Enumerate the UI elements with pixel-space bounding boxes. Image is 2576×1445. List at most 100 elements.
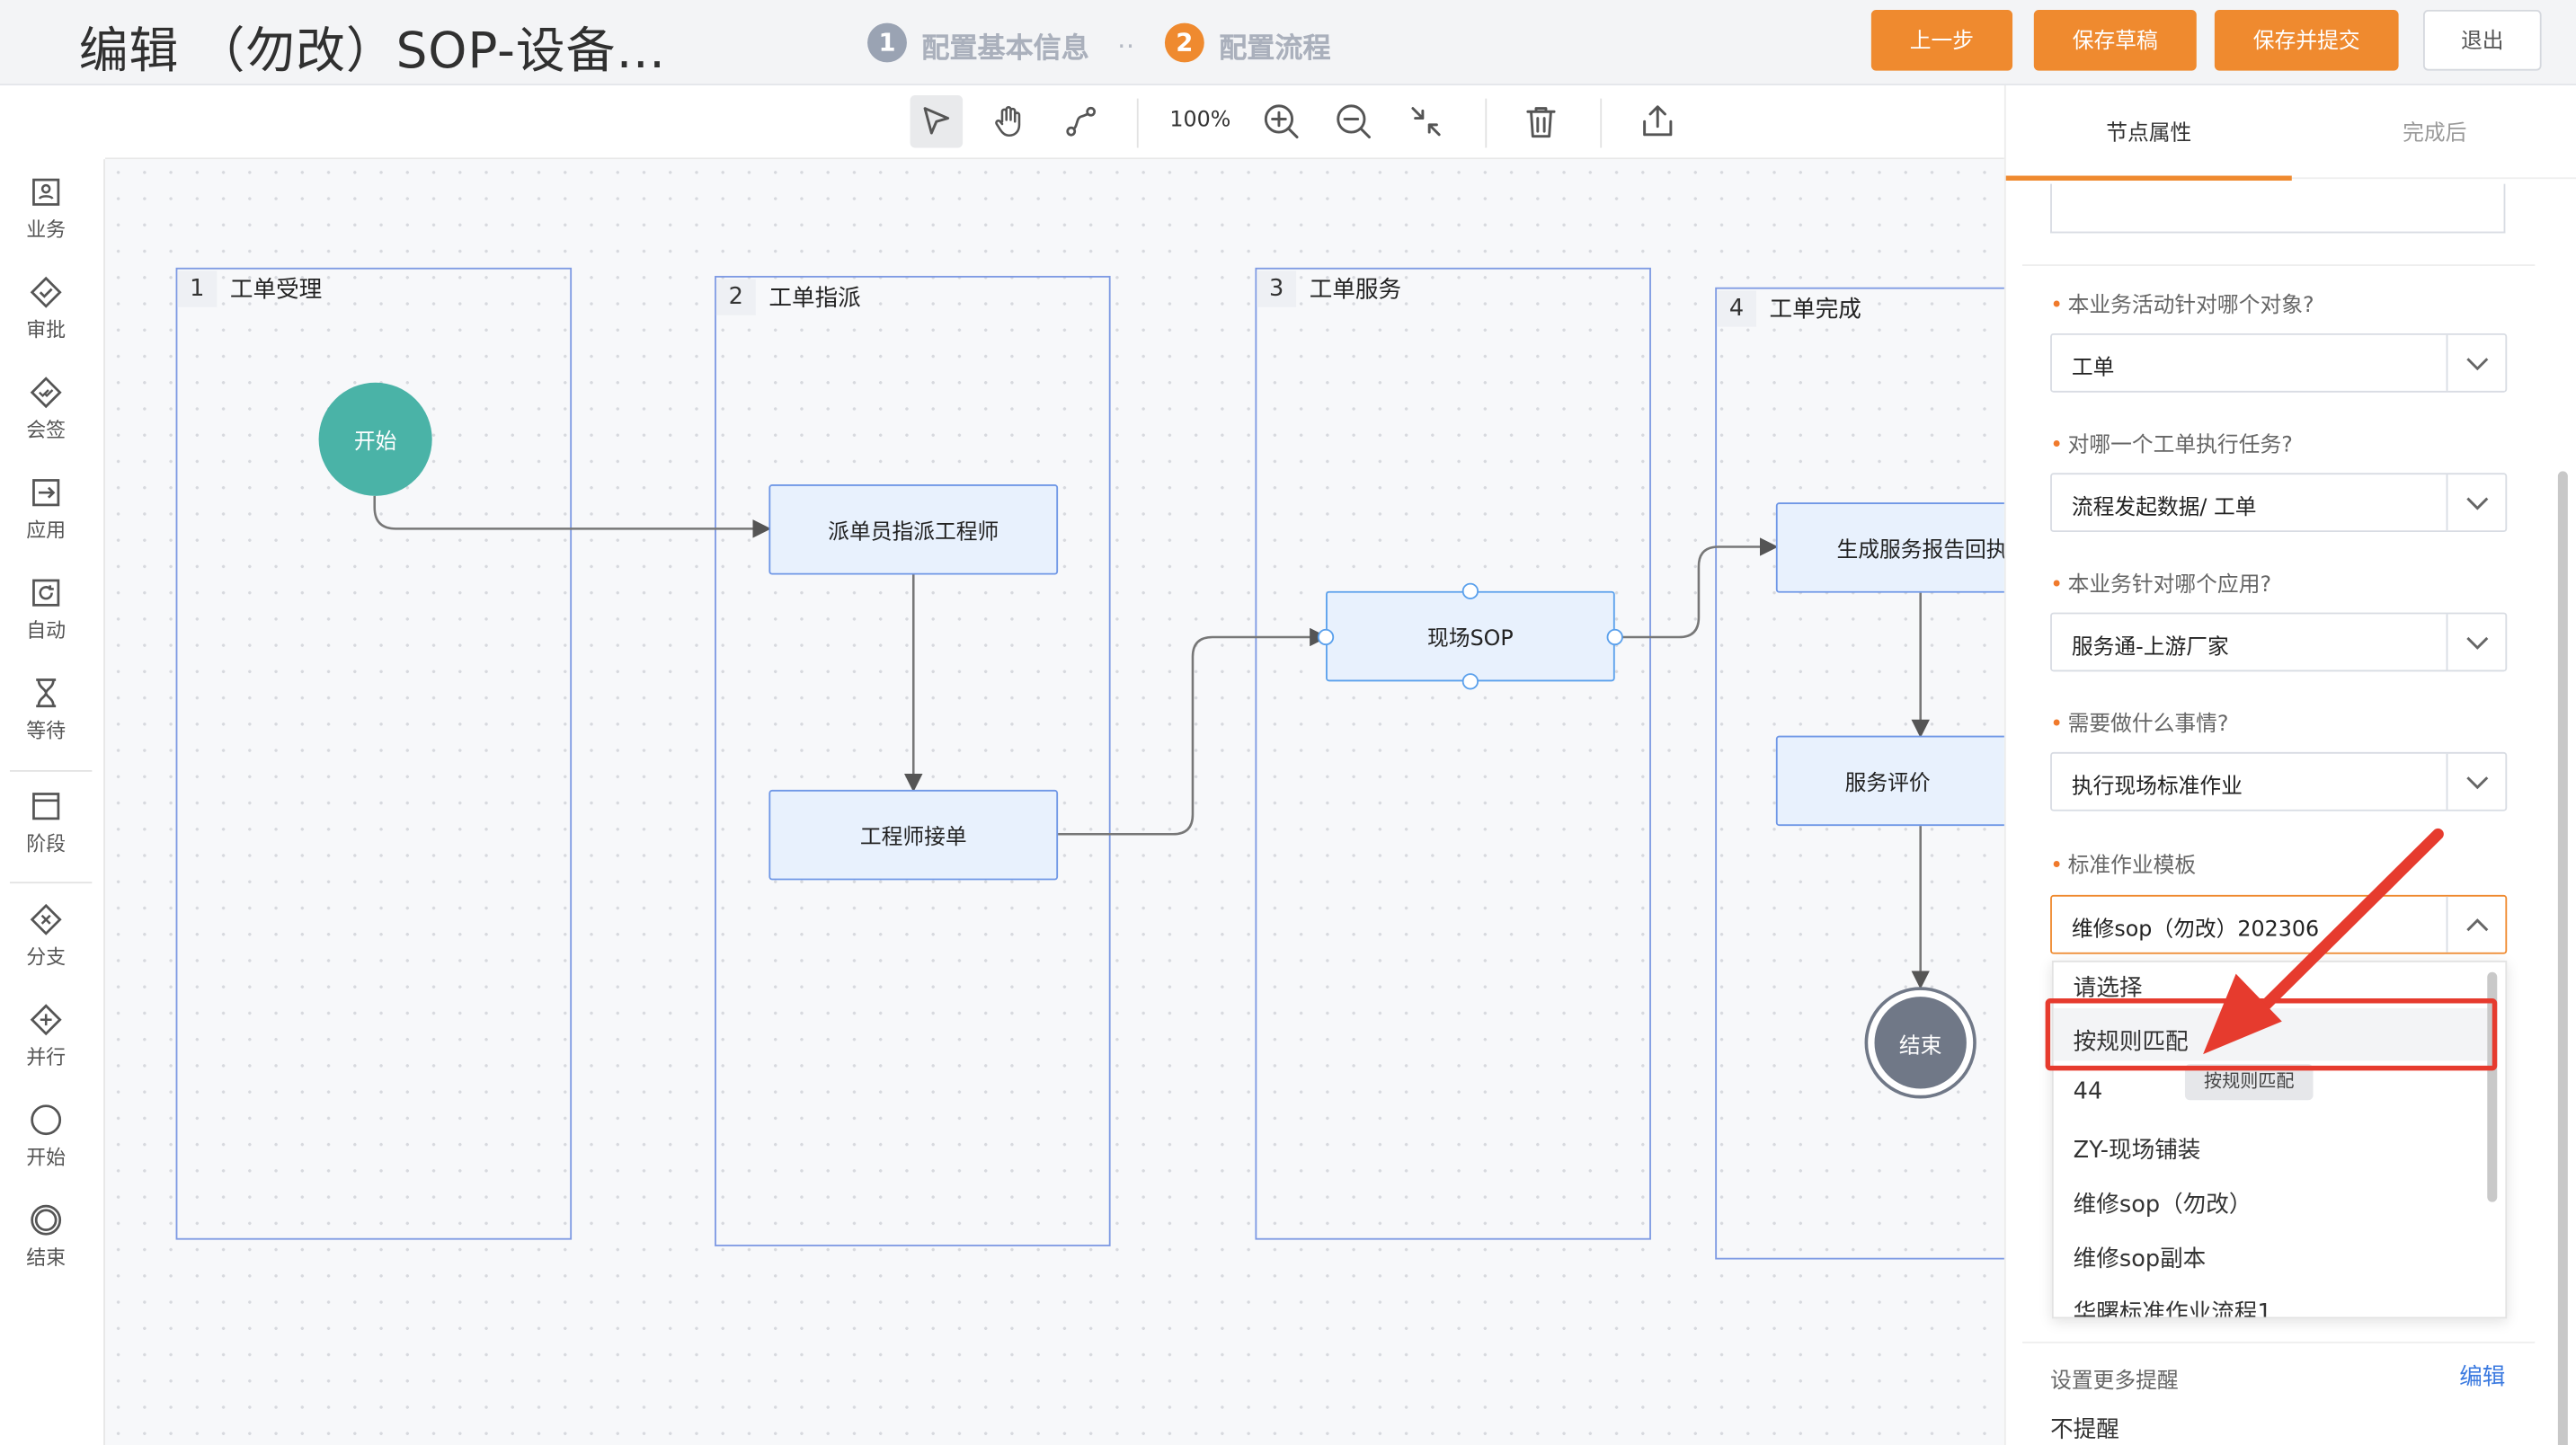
reminder-label: 设置更多提醒: [2050, 1363, 2179, 1395]
flow-canvas[interactable]: 1工单受理 2工单指派 3工单服务 4工单完成 开始 派单员指派工程师 工程师接…: [105, 159, 2004, 1445]
field-label-application: •本业务针对哪个应用?: [2050, 566, 2271, 598]
palette-item-parallel[interactable]: 并行: [0, 987, 92, 1078]
text-area-field[interactable]: [2050, 184, 2505, 234]
toolbar-divider: [1137, 99, 1139, 148]
field-label-workorder: •对哪一个工单执行任务?: [2050, 427, 2293, 458]
palette-item-branch[interactable]: 分支: [0, 887, 92, 979]
dropdown-option[interactable]: 维修sop（勿改）: [2074, 1187, 2252, 1220]
toolbar-divider: [1485, 99, 1487, 148]
section-divider: [2022, 1342, 2535, 1343]
palette-item-automatic[interactable]: 自动: [0, 560, 92, 652]
palette-item-business[interactable]: 业务: [0, 159, 92, 251]
chevron-up-icon: [2465, 918, 2489, 932]
connection-handle[interactable]: [1462, 673, 1479, 689]
save-draft-button[interactable]: 保存草稿: [2034, 10, 2197, 71]
application-icon: [30, 476, 63, 510]
branch-icon: [30, 903, 63, 936]
zoom-in-button[interactable]: [1255, 95, 1307, 147]
properties-panel: 节点属性 完成后 •本业务活动针对哪个对象? 工单 •对哪一个工单执行任务? 流…: [2004, 85, 2576, 1445]
palette-item-countersign[interactable]: 会签: [0, 359, 92, 451]
palette-label: 并行: [0, 1042, 92, 1070]
select-value: 服务通-上游厂家: [2072, 629, 2441, 660]
zoom-out-icon: [1334, 102, 1373, 141]
field-label-text: 对哪一个工单执行任务?: [2068, 433, 2293, 457]
palette-item-approval[interactable]: 审批: [0, 260, 92, 351]
end-node[interactable]: 结束: [1865, 987, 1976, 1098]
field-label-text: 本业务活动针对哪个对象?: [2068, 294, 2314, 318]
palette-item-application[interactable]: 应用: [0, 460, 92, 552]
onsite-sop-node[interactable]: 现场SOP: [1326, 591, 1615, 682]
palette-label: 应用: [0, 516, 92, 544]
select-tool[interactable]: [910, 95, 963, 147]
engineer-accept-node[interactable]: 工程师接单: [768, 790, 1058, 881]
top-header: 编辑 （勿改）SOP-设备… 1 配置基本信息 ‥ 2 配置流程 上一步 保存草…: [0, 0, 2576, 85]
step-1-number[interactable]: 1: [867, 23, 907, 63]
save-submit-button[interactable]: 保存并提交: [2215, 10, 2399, 71]
export-button[interactable]: [1631, 95, 1683, 147]
reminder-edit-link[interactable]: 编辑: [2459, 1360, 2505, 1393]
prev-step-button[interactable]: 上一步: [1871, 10, 2012, 71]
zoom-out-button[interactable]: [1328, 95, 1380, 147]
select-action[interactable]: 执行现场标准作业: [2050, 752, 2507, 811]
select-application[interactable]: 服务通-上游厂家: [2050, 613, 2507, 672]
step-1-label[interactable]: 配置基本信息: [921, 24, 1088, 66]
palette-item-start[interactable]: 开始: [0, 1087, 92, 1179]
toolbar-divider: [1600, 99, 1602, 148]
dropdown-option[interactable]: 维修sop副本: [2074, 1241, 2207, 1274]
field-label-text: 本业务针对哪个应用?: [2068, 573, 2271, 598]
hand-tool[interactable]: [982, 95, 1035, 147]
dropdown-toggle[interactable]: [2447, 335, 2506, 391]
connection-handle[interactable]: [1318, 629, 1334, 645]
share-export-icon: [1638, 102, 1677, 141]
chevron-down-icon: [2465, 495, 2489, 510]
reminder-value: 不提醒: [2050, 1412, 2119, 1445]
tab-node-properties[interactable]: 节点属性: [2006, 115, 2292, 146]
dropdown-option[interactable]: 44: [2074, 1079, 2103, 1105]
palette-item-end[interactable]: 结束: [0, 1187, 92, 1279]
dropdown-toggle[interactable]: [2447, 474, 2506, 530]
node-palette: 业务 审批 会签 应用 自动 等待 阶段 分支: [0, 159, 105, 1445]
fit-view-button[interactable]: [1399, 95, 1452, 147]
select-workorder[interactable]: 流程发起数据/ 工单: [2050, 473, 2507, 532]
dropdown-toggle[interactable]: [2447, 754, 2506, 810]
palette-item-wait[interactable]: 等待: [0, 660, 92, 752]
step-2-label[interactable]: 配置流程: [1219, 24, 1330, 66]
palette-divider: [10, 770, 92, 772]
dropdown-toggle[interactable]: [2447, 897, 2506, 953]
dispatch-engineer-node[interactable]: 派单员指派工程师: [768, 484, 1058, 575]
palette-label: 结束: [0, 1243, 92, 1271]
palette-label: 会签: [0, 415, 92, 443]
palette-label: 等待: [0, 716, 92, 744]
step-2-number[interactable]: 2: [1165, 23, 1204, 63]
red-arrow-annotation: [2171, 821, 2453, 1068]
parallel-icon: [30, 1003, 63, 1036]
zoom-in-icon: [1262, 102, 1301, 141]
dropdown-option[interactable]: ZY-现场铺装: [2074, 1133, 2201, 1166]
field-label-object: •本业务活动针对哪个对象?: [2050, 288, 2314, 319]
pointer-icon: [919, 103, 955, 139]
connection-handle[interactable]: [1607, 629, 1623, 645]
exit-button[interactable]: 退出: [2423, 10, 2542, 71]
select-value: 流程发起数据/ 工单: [2072, 490, 2441, 521]
delete-button[interactable]: [1515, 95, 1567, 147]
zoom-level: 100%: [1169, 109, 1230, 133]
palette-item-stage[interactable]: 阶段: [0, 774, 92, 865]
dropdown-option[interactable]: 华曙标准作业流程1: [2074, 1296, 2272, 1319]
connector-tool[interactable]: [1054, 95, 1106, 147]
panel-scrollbar[interactable]: [2558, 471, 2568, 1445]
approval-icon: [30, 276, 63, 309]
select-value: 执行现场标准作业: [2072, 768, 2441, 800]
palette-label: 开始: [0, 1143, 92, 1171]
dropdown-toggle[interactable]: [2447, 614, 2506, 669]
connection-handle[interactable]: [1462, 583, 1479, 599]
step-separator: ‥: [1117, 23, 1135, 55]
collapse-arrows-icon: [1408, 103, 1443, 139]
canvas-toolbar: 100%: [105, 85, 2004, 159]
business-icon: [30, 176, 63, 209]
page-title: 编辑 （勿改）SOP-设备…: [79, 10, 666, 82]
tab-after-completion[interactable]: 完成后: [2292, 115, 2576, 146]
select-target-object[interactable]: 工单: [2050, 333, 2507, 393]
section-divider: [2022, 264, 2535, 266]
start-node[interactable]: 开始: [319, 383, 432, 496]
end-icon: [30, 1203, 63, 1237]
